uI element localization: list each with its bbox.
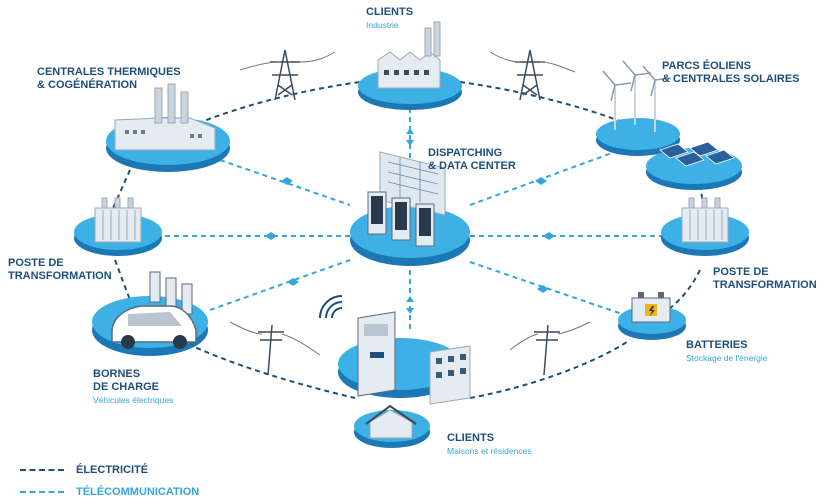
legend-label-electricity: ÉLECTRICITÉ — [76, 464, 149, 476]
node-subtitle: Stockage de l'énergie — [686, 353, 768, 363]
platform-thermal — [106, 83, 230, 172]
label-dispatching: DISPATCHING & DATA CENTER — [428, 147, 516, 173]
platform-charging — [92, 271, 208, 356]
pylon-icon — [239, 49, 336, 101]
legend-line-telecom — [20, 491, 64, 493]
legend-line-electricity — [20, 469, 64, 471]
platform-substation-left — [74, 197, 162, 256]
node-title-line: & CENTRALES SOLAIRES — [662, 73, 800, 85]
label-charging: BORNES DE CHARGE Véhicules électriques — [93, 368, 173, 406]
label-clients-industry: CLIENTS Industrie — [366, 6, 413, 31]
pylon-icon — [489, 49, 576, 101]
node-title: BATTERIES — [686, 339, 748, 351]
node-title-line: POSTE DE — [8, 257, 64, 269]
label-substation-left: POSTE DE TRANSFORMATION — [8, 257, 112, 283]
pole-icon — [229, 321, 321, 376]
electricity-ring — [109, 81, 706, 399]
label-thermal: CENTRALES THERMIQUES & COGÉNÉRATION — [37, 66, 181, 92]
platform-batteries — [618, 292, 686, 340]
node-title-line: DISPATCHING — [428, 147, 503, 159]
platform-clients-industry — [358, 21, 462, 110]
node-title-line: BORNES — [93, 368, 141, 380]
node-subtitle: Industrie — [366, 20, 399, 30]
node-title-line: POSTE DE — [713, 266, 769, 278]
label-renewables: PARCS ÉOLIENS & CENTRALES SOLAIRES — [662, 60, 800, 86]
node-title-line: & COGÉNÉRATION — [37, 79, 138, 91]
platform-renewables — [596, 60, 742, 190]
platform-dispatching — [350, 151, 470, 266]
wifi-icon — [319, 295, 343, 319]
node-subtitle: Véhicules électriques — [93, 395, 174, 405]
legend-telecom: TÉLÉCOMMUNICATION — [20, 486, 199, 498]
node-title-line: TRANSFORMATION — [8, 270, 112, 282]
node-title-line: & DATA CENTER — [428, 160, 516, 172]
telecom-arrows — [265, 128, 555, 314]
node-title-line: CENTRALES THERMIQUES — [37, 66, 181, 78]
label-substation-right: POSTE DE TRANSFORMATION — [713, 266, 817, 292]
platform-clients-homes — [338, 311, 471, 448]
node-title: CLIENTS — [366, 6, 414, 18]
pole-icon — [509, 321, 591, 376]
label-clients-homes: CLIENTS Maisons et résidences — [447, 432, 532, 457]
platform-substation-right — [661, 197, 749, 256]
node-title-line: DE CHARGE — [93, 381, 160, 393]
node-title-line: PARCS ÉOLIENS — [662, 60, 752, 72]
node-subtitle: Maisons et résidences — [447, 446, 532, 456]
node-title-line: TRANSFORMATION — [713, 279, 817, 291]
legend-electricity: ÉLECTRICITÉ — [20, 464, 148, 476]
label-batteries: BATTERIES Stockage de l'énergie — [686, 339, 768, 364]
legend-label-telecom: TÉLÉCOMMUNICATION — [76, 486, 200, 498]
node-title: CLIENTS — [447, 432, 495, 444]
